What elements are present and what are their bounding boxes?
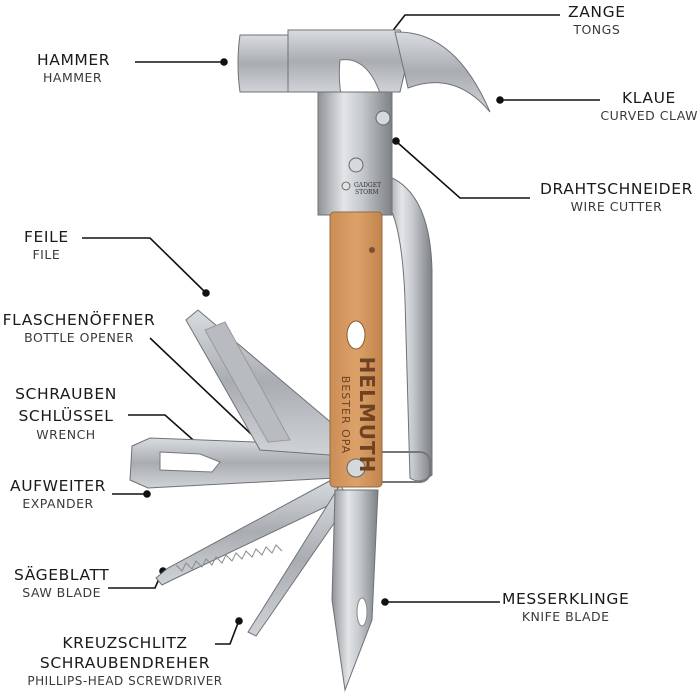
logo-line2: STORM <box>355 189 379 196</box>
file-texture <box>204 321 291 443</box>
label-saegeblatt: SÄGEBLATT SAW BLADE <box>14 566 110 601</box>
label-hammer-en: HAMMER <box>43 70 103 86</box>
engraving: HELMUTH BESTER OPA <box>339 357 379 474</box>
engraving-name: HELMUTH <box>355 357 379 474</box>
label-flaschenoeffner-de: FLASCHENÖFFNER <box>2 311 156 329</box>
label-feile: FEILE FILE <box>24 228 69 263</box>
wire-cutter-arm <box>384 174 433 482</box>
knife-nail-nick <box>356 597 368 627</box>
label-messerklinge-en: KNIFE BLADE <box>521 609 610 625</box>
label-aufweiter-de: AUFWEITER <box>10 477 106 495</box>
label-schraubenschluessel-de1: SCHRAUBEN <box>15 385 117 403</box>
engraving-subtitle: BESTER OPA <box>339 376 352 454</box>
leader-klaue <box>496 96 600 104</box>
label-zange-de: ZANGE <box>568 3 626 21</box>
label-klaue-de: KLAUE <box>622 89 676 107</box>
leader-feile <box>82 237 210 297</box>
label-drahtschneider: DRAHTSCHNEIDER WIRE CUTTER <box>540 180 693 215</box>
label-feile-en: FILE <box>32 247 61 263</box>
leader-aufweiter <box>112 490 151 498</box>
label-kreuzschlitz: KREUZSCHLITZ SCHRAUBENDREHER PHILLIPS-HE… <box>20 635 230 687</box>
wrench-hole <box>159 451 221 473</box>
label-saegeblatt-de: SÄGEBLATT <box>14 566 110 584</box>
leader-drahtschneider <box>392 137 530 199</box>
logo-line1: GADGET <box>354 182 381 189</box>
brand-logo: GADGET STORM <box>341 181 381 196</box>
rivet-handle <box>369 247 375 253</box>
leader-hammer <box>135 58 228 66</box>
label-schraubenschluessel-de2: SCHLÜSSEL <box>18 407 114 426</box>
label-hammer-de: HAMMER <box>37 51 111 69</box>
label-drahtschneider-en: WIRE CUTTER <box>570 199 663 215</box>
multitool-illustration <box>129 29 491 692</box>
handle-hole <box>346 320 366 350</box>
rivet-top <box>375 110 391 126</box>
knife-blade <box>331 489 379 692</box>
label-messerklinge: MESSERKLINGE KNIFE BLADE <box>502 590 630 625</box>
hammer-neck <box>317 91 393 216</box>
logo-mark-icon <box>341 181 351 191</box>
leader-kreuzschlitz <box>215 617 243 645</box>
label-klaue: KLAUE CURVED CLAW <box>600 89 698 124</box>
rivet-bottom <box>346 458 366 478</box>
rivet-mid <box>348 157 364 173</box>
label-aufweiter: AUFWEITER EXPANDER <box>10 477 106 512</box>
label-klaue-en: CURVED CLAW <box>600 108 698 124</box>
label-zange-en: TONGS <box>573 22 621 38</box>
label-flaschenoeffner-en: BOTTLE OPENER <box>24 330 134 346</box>
leader-messerklinge <box>381 598 500 606</box>
label-saegeblatt-en: SAW BLADE <box>22 585 102 601</box>
curved-claw <box>394 31 491 113</box>
label-kreuzschlitz-de1: KREUZSCHLITZ <box>62 634 188 652</box>
label-kreuzschlitz-en: PHILLIPS-HEAD SCREWDRIVER <box>27 673 223 688</box>
label-kreuzschlitz-de2: SCHRAUBENDREHER <box>39 654 211 673</box>
label-feile-de: FEILE <box>24 228 69 246</box>
label-flaschenoeffner: FLASCHENÖFFNER BOTTLE OPENER <box>1 311 157 346</box>
saw-teeth <box>175 544 283 572</box>
hammer-face <box>237 34 291 93</box>
label-schraubenschluessel-en: WRENCH <box>36 426 96 442</box>
label-zange: ZANGE TONGS <box>568 3 626 38</box>
label-messerklinge-de: MESSERKLINGE <box>502 590 630 608</box>
label-drahtschneider-de: DRAHTSCHNEIDER <box>540 180 693 198</box>
label-schraubenschluessel: SCHRAUBEN SCHLÜSSEL WRENCH <box>12 386 120 441</box>
label-aufweiter-en: EXPANDER <box>22 496 94 512</box>
label-hammer: HAMMER HAMMER <box>37 51 111 86</box>
